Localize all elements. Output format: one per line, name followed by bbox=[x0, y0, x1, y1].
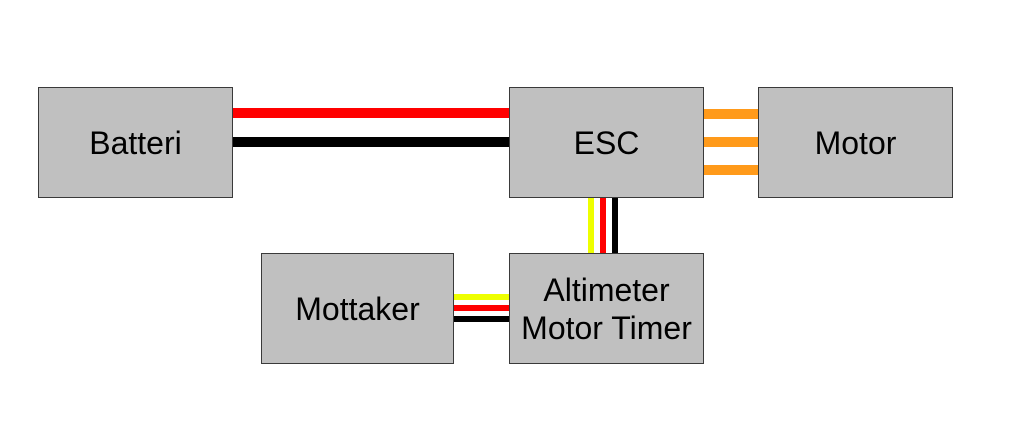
wire-esc-red bbox=[600, 197, 606, 254]
node-label: Mottaker bbox=[295, 290, 420, 327]
node-label: Batteri bbox=[89, 124, 182, 161]
wire-rx-red bbox=[453, 305, 510, 311]
wire-motor-orange-3 bbox=[703, 165, 759, 175]
wire-rx-yellow bbox=[453, 294, 510, 300]
node-batteri: Batteri bbox=[38, 87, 233, 198]
wire-motor-orange-2 bbox=[703, 137, 759, 147]
node-altimeter-motor-timer: Altimeter Motor Timer bbox=[509, 253, 704, 364]
node-label: ESC bbox=[573, 124, 640, 161]
node-mottaker: Mottaker bbox=[261, 253, 454, 364]
wire-motor-orange-1 bbox=[703, 109, 759, 119]
wire-battery-red bbox=[232, 108, 510, 118]
wire-battery-black bbox=[232, 137, 510, 147]
node-motor: Motor bbox=[758, 87, 953, 198]
node-label: Motor bbox=[814, 124, 897, 161]
wire-esc-yellow bbox=[588, 197, 594, 254]
node-label-line2: Motor Timer bbox=[521, 309, 692, 346]
node-esc: ESC bbox=[509, 87, 704, 198]
wire-esc-black bbox=[612, 197, 618, 254]
node-label-line1: Altimeter bbox=[543, 271, 670, 308]
wire-rx-black bbox=[453, 316, 510, 322]
